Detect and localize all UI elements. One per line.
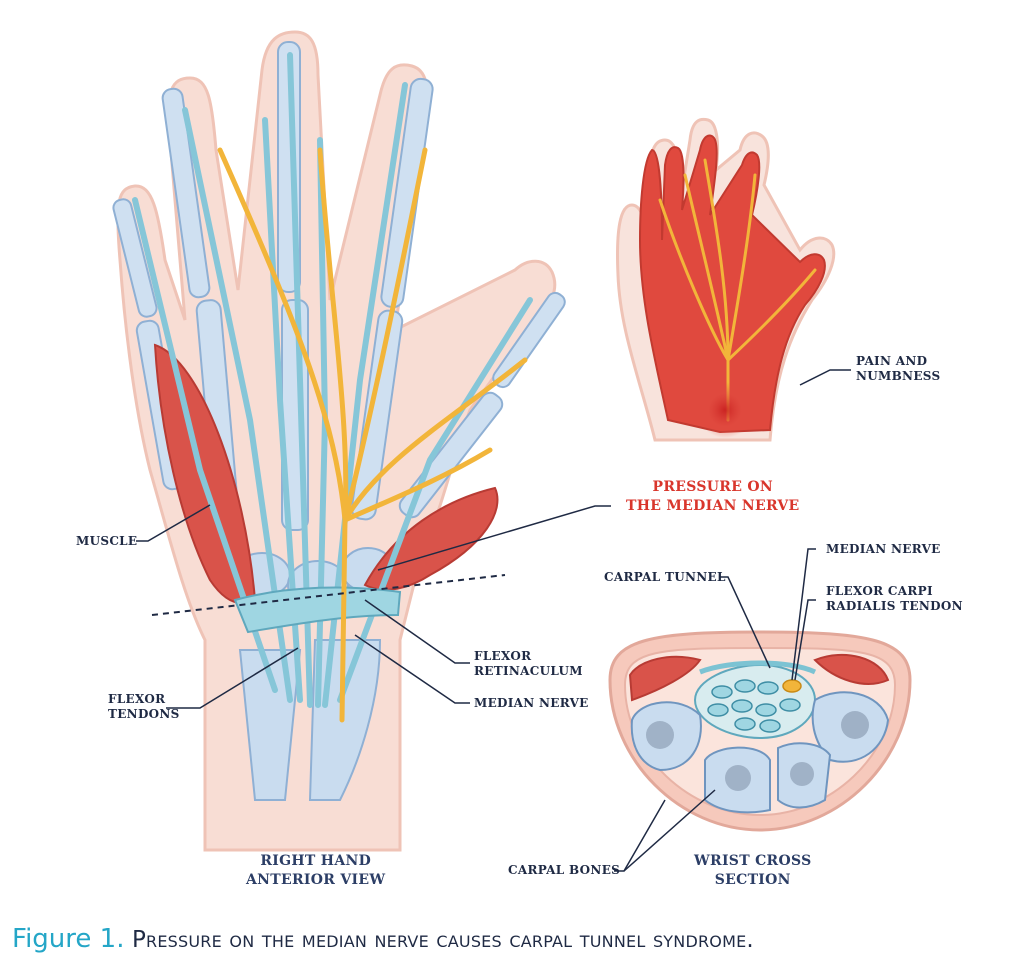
pain-area: [638, 134, 826, 434]
figure-caption: Figure 1. Pressure on the median nerve c…: [12, 924, 754, 954]
label-flexor-tendons: FLEXOR TENDONS: [108, 692, 180, 721]
label-muscle: MUSCLE: [76, 534, 138, 548]
label-pain-numbness: PAIN AND NUMBNESS: [856, 354, 941, 383]
section-tendons: [707, 679, 801, 733]
pain-hand: [616, 117, 836, 442]
label-flexor-carpi-radialis-tendon: FLEXOR CARPI RADIALIS TENDON: [826, 584, 963, 613]
bone-texture: [646, 711, 869, 791]
label-pressure-on-median-nerve: PRESSURE ON THE MEDIAN NERVE: [626, 479, 800, 514]
median-nerve-branches: [217, 147, 528, 723]
title-wrist-cross-section: WRIST CROSS SECTION: [694, 853, 812, 888]
section-plane-line: [151, 574, 506, 616]
label-median-nerve-hand: MEDIAN NERVE: [474, 696, 589, 710]
caption-text: Pressure on the median nerve causes carp…: [124, 927, 754, 953]
leader-lines: [136, 369, 851, 872]
section-retinaculum: [699, 660, 817, 675]
pain-hand-nerves: [658, 158, 817, 422]
hand-anterior-view: [112, 30, 566, 852]
thenar-muscle-left: [153, 343, 257, 605]
carpal-tunnel-illustration: [112, 30, 912, 872]
section-median-nerve: [782, 679, 802, 693]
figure-number: Figure 1.: [12, 924, 125, 954]
label-median-nerve-section: MEDIAN NERVE: [826, 542, 941, 556]
label-carpal-bones: CARPAL BONES: [508, 863, 621, 877]
label-flexor-retinaculum: FLEXOR RETINACULUM: [474, 649, 583, 678]
section-muscle-right: [813, 653, 890, 685]
label-carpal-tunnel: CARPAL TUNNEL: [604, 570, 726, 584]
pressure-point-glow: [697, 382, 753, 438]
flexor-retinaculum-band: [233, 586, 402, 634]
title-right-hand-anterior-view: RIGHT HAND ANTERIOR VIEW: [246, 853, 386, 888]
hand-skin: [116, 30, 557, 852]
section-muscle-left: [628, 655, 702, 702]
wrist-cross-section: [608, 630, 912, 832]
